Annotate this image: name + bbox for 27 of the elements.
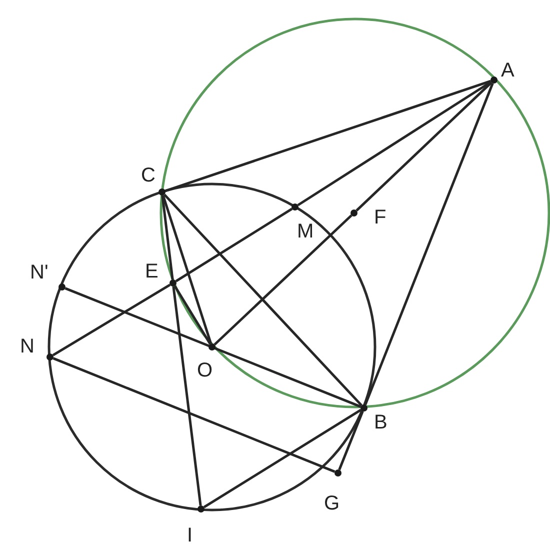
line-segment bbox=[52, 284, 171, 356]
line-segment bbox=[52, 357, 336, 473]
point-label: N' bbox=[30, 262, 48, 282]
point-label: E bbox=[145, 261, 158, 281]
line-segment bbox=[364, 82, 494, 406]
point-label: O bbox=[197, 360, 213, 380]
point-label: N bbox=[20, 336, 34, 356]
line-segment bbox=[163, 194, 363, 406]
point-label: G bbox=[324, 493, 340, 513]
point-label: C bbox=[141, 165, 156, 185]
line-segment bbox=[338, 410, 364, 470]
line-segment bbox=[203, 408, 362, 508]
line-segment bbox=[175, 208, 293, 282]
line-segment bbox=[64, 287, 362, 408]
line-segment bbox=[172, 286, 202, 506]
line-segment bbox=[356, 82, 492, 212]
line-segment bbox=[164, 80, 492, 192]
line-segment bbox=[162, 194, 212, 344]
point-label: I bbox=[187, 525, 193, 545]
point-label: B bbox=[374, 412, 388, 432]
point-label: M bbox=[297, 221, 314, 241]
point-label: A bbox=[501, 60, 514, 80]
line-segment bbox=[161, 195, 174, 280]
line-segment bbox=[214, 214, 352, 346]
line-segment bbox=[297, 80, 492, 206]
line-segment bbox=[174, 285, 212, 345]
point-label: F bbox=[374, 207, 386, 227]
